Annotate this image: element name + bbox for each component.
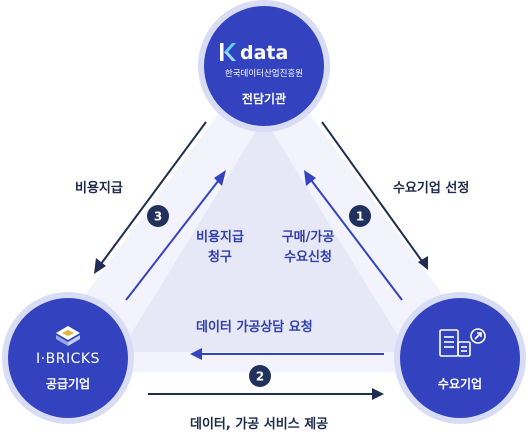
purchase-request-label-line1: 구매/가공 [281,230,335,245]
billing-label: 비용지급 청구 [190,228,250,268]
provide-service-label: 데이터, 가공 서비스 제공 [190,417,329,432]
purchase-request-label-line2: 수요신청 [284,250,332,265]
consult-request-arrowhead [190,348,202,360]
svg-text:2: 2 [256,370,264,384]
select-demand-label: 수요기업 선정 [393,181,470,196]
node-demand-role: 수요기업 [438,376,482,391]
node-operator [198,0,330,132]
node-supplier [2,292,134,424]
billing-label-line2: 청구 [208,250,232,265]
ibricks-logo-icon [56,326,80,346]
kdata-logo-text: data [240,42,288,64]
kdata-logo-subtitle: 한국데이터산업진흥원 [225,68,303,79]
billing-arrowhead [214,170,226,186]
document-exchange-icon [439,328,486,357]
payment-label: 비용지급 [75,181,123,196]
step-badge-3: 3 [147,205,169,227]
node-supplier-role: 공급기업 [46,376,90,391]
node-operator-role: 전담기관 [242,91,286,106]
ibricks-logo-text: I·BRICKS [36,351,100,367]
step-badge-1: 1 [349,205,371,227]
svg-text:3: 3 [154,210,162,224]
step-badge-2: 2 [249,365,271,387]
billing-label-line1: 비용지급 [196,230,244,245]
payment-arrowhead [94,258,106,274]
billing-arrow [125,175,223,301]
inner-triangle [120,118,408,352]
purchase-request-arrowhead [304,170,316,186]
node-demand [394,292,526,424]
select-demand-arrow [321,121,425,265]
consult-request-label: 데이터 가공상담 요청 [196,320,313,335]
payment-arrow [97,121,207,269]
svg-text:1: 1 [356,210,364,224]
purchase-request-label: 구매/가공 수요신청 [270,228,346,268]
select-demand-arrowhead [418,256,428,270]
provide-service-arrowhead [372,388,384,400]
purchase-request-arrow [307,175,403,301]
kdata-logo-icon [220,43,236,61]
